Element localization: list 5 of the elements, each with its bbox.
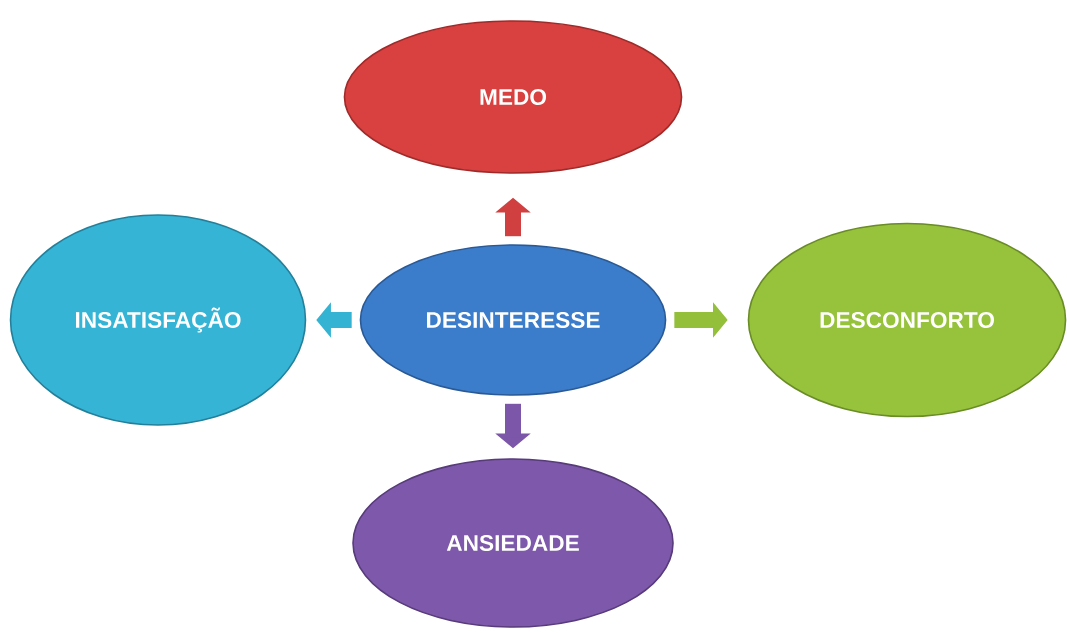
ellipse-node: ANSIEDADE [352,458,674,628]
ellipse-node: DESCONFORTO [747,222,1067,418]
ellipse-node: MEDO [343,20,683,174]
ellipse-node: DESINTERESSE [359,244,667,396]
ellipse-node: INSATISFAÇÃO [9,214,307,426]
